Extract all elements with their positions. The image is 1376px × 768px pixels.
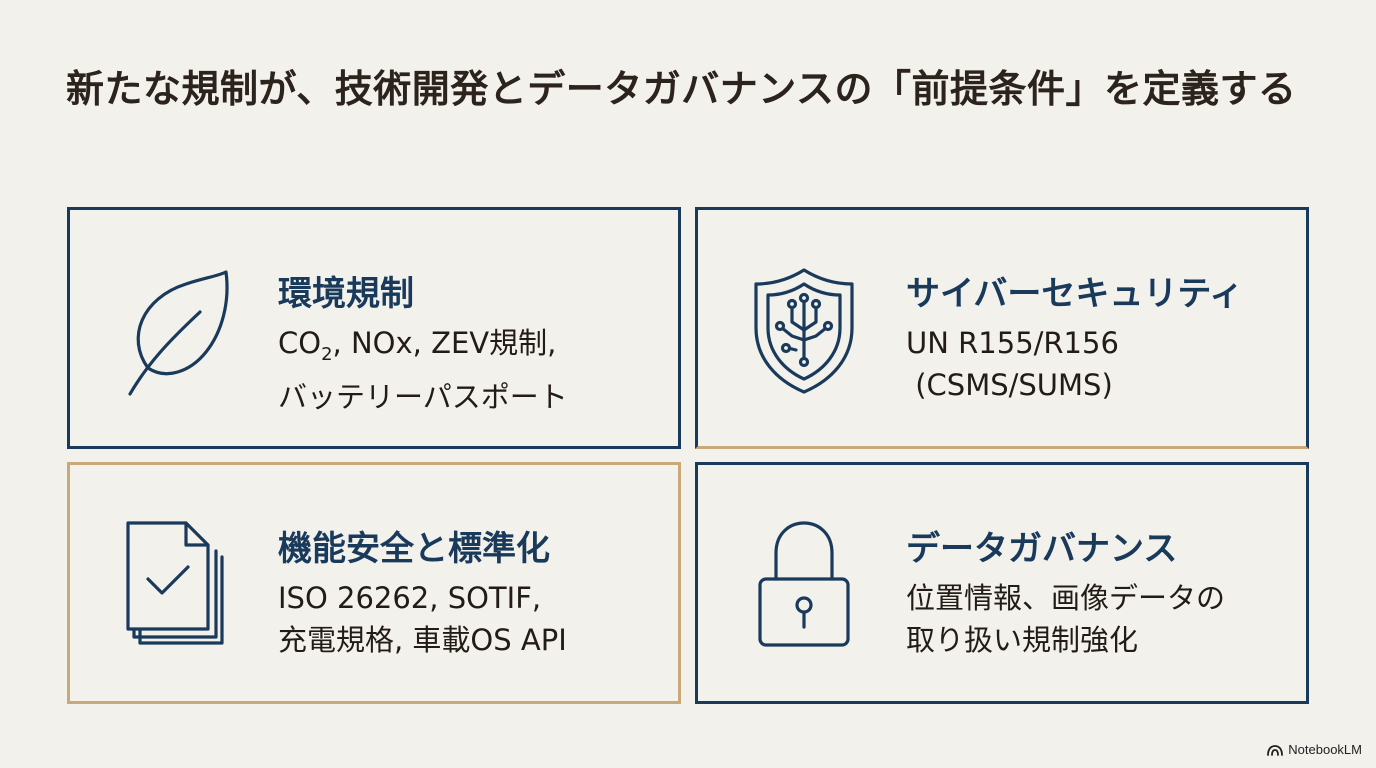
card-body: UN R155/R156 (CSMS/SUMS) xyxy=(906,322,1119,406)
notebooklm-watermark: NotebookLM xyxy=(1267,742,1362,757)
body-text: バッテリーパスポート xyxy=(278,379,568,414)
leaf-icon xyxy=(126,268,230,398)
body-text: CO xyxy=(278,326,322,360)
card-title: データガバナンス xyxy=(906,529,1178,569)
card-environmental-regulation: 環境規制 CO2, NOx, ZEV規制, バッテリーパスポート xyxy=(67,207,681,449)
subscript-text: 2 xyxy=(321,343,333,365)
notebooklm-logo-icon xyxy=(1267,744,1284,756)
card-body: 位置情報、画像データの 取り扱い規制強化 xyxy=(906,577,1225,661)
brand-label: NotebookLM xyxy=(1288,742,1362,757)
body-text: ISO 26262, SOTIF, xyxy=(278,581,542,615)
shield-circuit-icon xyxy=(752,266,856,396)
card-body: CO2, NOx, ZEV規制, バッテリーパスポート xyxy=(278,322,568,418)
document-check-icon xyxy=(126,521,226,651)
body-text: , NOx, ZEV規制, xyxy=(332,326,557,360)
padlock-icon xyxy=(756,521,852,651)
card-title: 環境規制 xyxy=(278,274,414,314)
card-data-governance: データガバナンス 位置情報、画像データの 取り扱い規制強化 xyxy=(695,462,1309,704)
card-body: ISO 26262, SOTIF, 充電規格, 車載OS API xyxy=(278,577,567,661)
body-text: 充電規格, 車載OS API xyxy=(278,623,567,657)
card-title: 機能安全と標準化 xyxy=(278,529,550,569)
body-text: UN R155/R156 xyxy=(906,326,1119,360)
body-text: 位置情報、画像データの xyxy=(906,581,1226,615)
card-title: サイバーセキュリティ xyxy=(906,274,1244,314)
card-cybersecurity: サイバーセキュリティ UN R155/R156 (CSMS/SUMS) xyxy=(695,207,1309,449)
page-title: 新たな規制が、技術開発とデータガバナンスの「前提条件」を定義する xyxy=(66,67,1297,111)
body-text: (CSMS/SUMS) xyxy=(906,368,1113,402)
card-functional-safety: 機能安全と標準化 ISO 26262, SOTIF, 充電規格, 車載OS AP… xyxy=(67,462,681,704)
body-text: 取り扱い規制強化 xyxy=(906,623,1139,657)
